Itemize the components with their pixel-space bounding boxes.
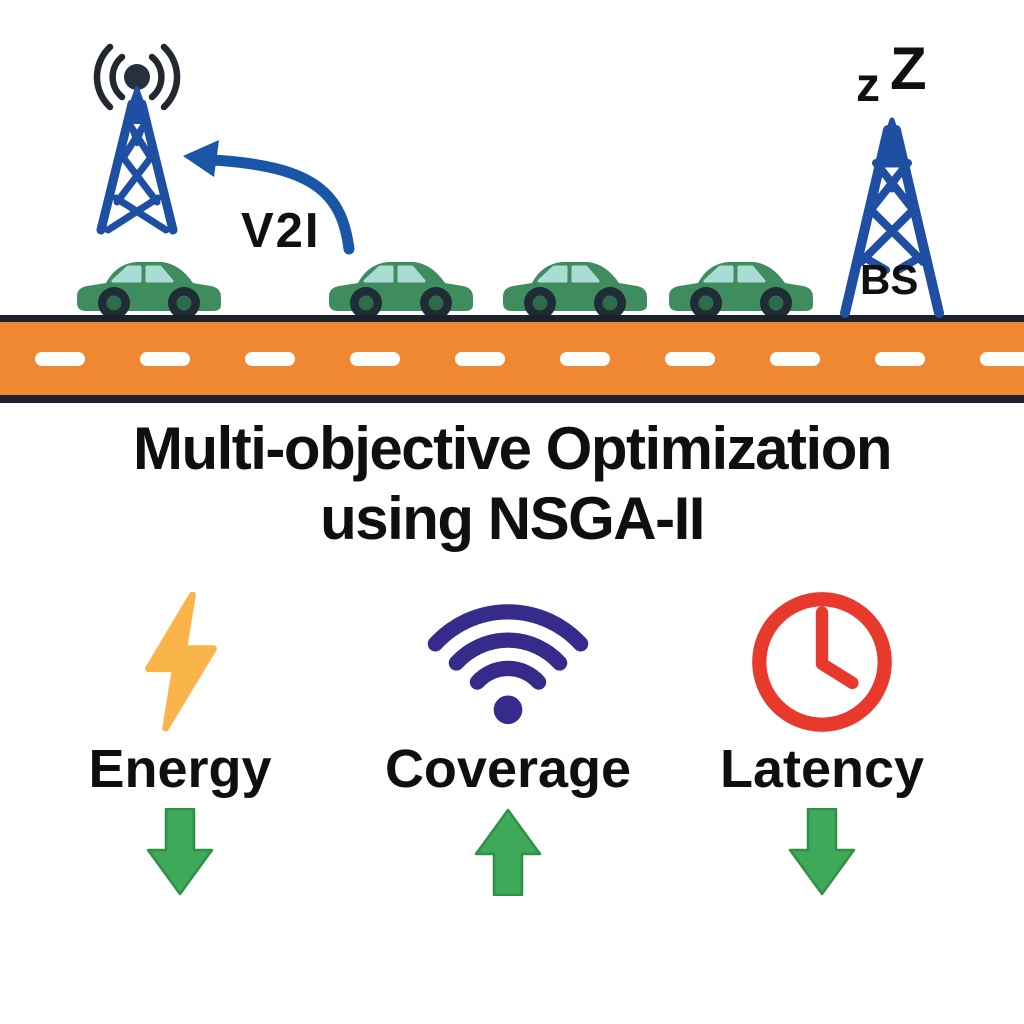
clock-icon <box>752 591 892 732</box>
car-icon <box>75 260 223 321</box>
objective-energy-label: Energy <box>88 739 272 799</box>
lightning-bolt-icon <box>145 591 217 732</box>
page-title: Multi-objective Optimization using NSGA-… <box>0 414 1024 554</box>
car-icon <box>667 260 815 321</box>
base-station-label: BS <box>860 256 919 303</box>
title-line-1: Multi-objective Optimization <box>132 415 893 482</box>
objective-coverage-label: Coverage <box>384 739 632 799</box>
sleep-z-small: z <box>856 59 880 112</box>
v2i-arrow-icon <box>183 140 355 255</box>
objective-latency-label: Latency <box>719 739 925 799</box>
wifi-icon <box>427 603 589 724</box>
car-icon <box>327 260 475 321</box>
down-arrow-icon <box>788 808 856 896</box>
road <box>0 315 1024 403</box>
up-arrow-icon <box>474 808 542 896</box>
objective-energy: Energy <box>60 583 300 896</box>
v2i-link-label: V2I <box>241 204 321 258</box>
sleep-z-large: Z <box>890 35 927 102</box>
signal-waves-icon <box>93 43 181 111</box>
v2i-scene-illustration <box>0 43 1024 403</box>
road-lane-dashes <box>35 352 1024 366</box>
antenna-dot <box>124 64 150 90</box>
down-arrow-icon <box>146 808 214 896</box>
title-line-2: using NSGA-II <box>320 485 705 552</box>
objective-latency: Latency <box>702 583 942 896</box>
car-icon <box>501 260 649 321</box>
sleeping-base-station-tower-icon <box>840 117 944 318</box>
active-base-station-tower-icon <box>93 43 181 235</box>
objective-coverage: Coverage <box>384 583 632 896</box>
